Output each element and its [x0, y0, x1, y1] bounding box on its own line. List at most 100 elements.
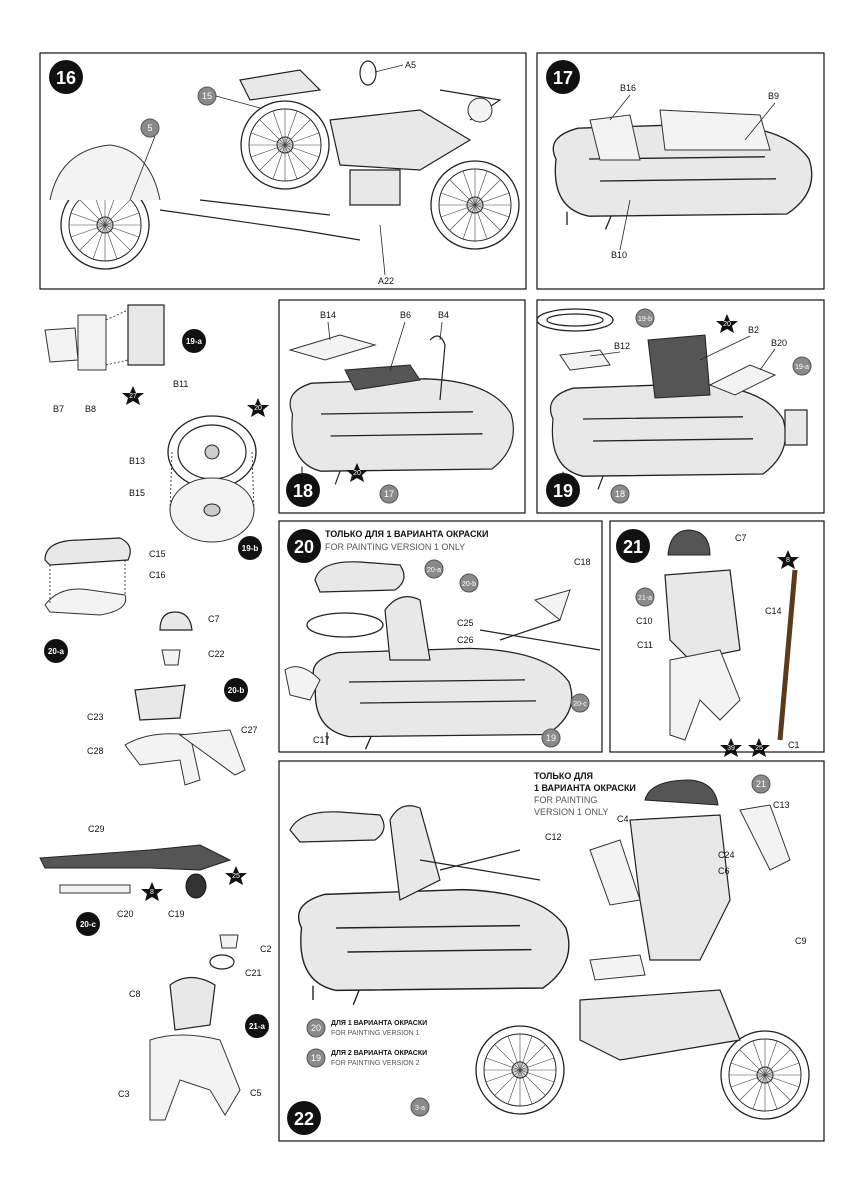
part-17-tag: 17: [384, 489, 394, 499]
part-c7-label: C7: [735, 533, 747, 543]
step-16-number: 16: [56, 68, 76, 88]
part-c16-label: C16: [149, 570, 166, 580]
step-22-note-en2: VERSION 1 ONLY: [534, 807, 608, 817]
part-20a-tag: 20-a: [427, 567, 441, 574]
part-c19-label: C19: [168, 909, 185, 919]
legend-version-2-tag: 19: [311, 1053, 321, 1063]
step-20-number: 20: [294, 537, 314, 557]
part-b9-label: B9: [768, 91, 779, 101]
part-c24-label: C24: [718, 850, 735, 860]
part-c23-label: C23: [87, 712, 104, 722]
part-20b-tag: 20-b: [462, 581, 476, 588]
step-21-panel: 21 C7 8 21-a C10 C14 C11 39 25 C1: [609, 520, 825, 757]
subassembly-20a-tag: 20-a: [48, 647, 65, 656]
part-c11-label: C11: [637, 640, 653, 650]
part-3a-tag: 3-a: [415, 1105, 425, 1112]
paint-20-star: 20: [353, 470, 361, 477]
subassembly-20c: C29 C20 C19 8 25 20-c: [39, 824, 247, 936]
part-c9-label: C9: [795, 936, 807, 946]
part-c1-label: C1: [788, 740, 800, 750]
part-c17-label: C17: [313, 735, 330, 745]
paint-27-star: 27: [129, 393, 137, 400]
part-b12-label: B12: [614, 341, 630, 351]
part-c15-label: C15: [149, 549, 166, 559]
step-17-panel: 17 B16 B9 B10: [536, 52, 825, 290]
part-21a-tag: 21-a: [638, 595, 652, 602]
paint-20-star: 20: [723, 321, 731, 328]
paint-8-star: 8: [786, 557, 790, 564]
step-20-panel: 20 ТОЛЬКО ДЛЯ 1 ВАРИАНТА ОКРАСКИ FOR PAI…: [278, 520, 603, 753]
part-c26-label: C26: [457, 635, 474, 645]
motorcycle-drawing: [49, 69, 520, 270]
part-c27-label: C27: [241, 725, 258, 735]
part-15-tag: 15: [202, 91, 212, 101]
subassembly-20b: C7 C22 C23 C28 C27 20-b: [87, 611, 258, 786]
part-c12-label: C12: [545, 832, 562, 842]
part-19-tag: 19: [546, 733, 556, 743]
part-a22-label: A22: [378, 276, 394, 286]
part-c13-label: C13: [773, 800, 790, 810]
step-16-panel: 16 15 5 A5 A22: [39, 52, 527, 290]
paint-20-star: 20: [254, 405, 262, 412]
legend-version-1-tag: 20: [311, 1023, 321, 1033]
part-b14-label: B14: [320, 310, 336, 320]
step-22-note-ru: ТОЛЬКО ДЛЯ: [534, 771, 593, 781]
part-c29-label: C29: [88, 824, 105, 834]
part-c21-label: C21: [245, 968, 262, 978]
subassembly-19a: B7 B8 B11 27 19-a: [44, 304, 206, 414]
part-c2-label: C2: [260, 944, 272, 954]
subassembly-21a-tag: 21-a: [249, 1022, 266, 1031]
part-c10-label: C10: [636, 616, 653, 626]
step-18-panel: B14 B6 B4 20 17 18: [278, 299, 526, 514]
part-21-tag: 21: [756, 779, 766, 789]
step-19-number: 19: [553, 481, 573, 501]
part-c22-label: C22: [208, 649, 225, 659]
legend-version-2-en: FOR PAINTING VERSION 2: [331, 1060, 420, 1067]
part-5-tag: 5: [147, 123, 152, 133]
subassembly-19b-tag: 19-b: [242, 544, 259, 553]
part-b6-label: B6: [400, 310, 411, 320]
subassembly-19b: B13 B15 20 19-b: [129, 398, 269, 560]
paint-39-star: 39: [727, 745, 735, 752]
step-21-number: 21: [623, 537, 643, 557]
part-19a-tag: 19-a: [795, 364, 809, 371]
part-b11-label: B11: [173, 379, 188, 389]
part-c25-label: C25: [457, 618, 474, 628]
part-c8-label: C8: [129, 989, 141, 999]
part-c20-label: C20: [117, 909, 134, 919]
paint-25-star: 25: [232, 873, 240, 880]
part-b13-label: B13: [129, 456, 145, 466]
part-b7-label: B7: [53, 404, 64, 414]
part-b20-label: B20: [771, 338, 787, 348]
part-c18-label: C18: [574, 557, 591, 567]
step-20-note-en: FOR PAINTING VERSION 1 ONLY: [325, 542, 465, 552]
step-22-note-en: FOR PAINTING: [534, 795, 597, 805]
part-b16-label: B16: [620, 83, 636, 93]
part-c3-label: C3: [118, 1089, 130, 1099]
subassembly-20b-tag: 20-b: [228, 686, 245, 695]
part-c5-label: C5: [250, 1088, 262, 1098]
part-19b-tag: 19-b: [638, 316, 652, 323]
step-17-number: 17: [553, 68, 573, 88]
part-20c-tag: 20-c: [573, 701, 587, 708]
step-20-note-ru: ТОЛЬКО ДЛЯ 1 ВАРИАНТА ОКРАСКИ: [325, 529, 488, 539]
part-c28-label: C28: [87, 746, 104, 756]
subassembly-20c-tag: 20-c: [80, 920, 97, 929]
paint-8-star: 8: [150, 889, 154, 896]
part-b10-label: B10: [611, 250, 627, 260]
part-18-tag: 18: [615, 489, 625, 499]
part-b2-label: B2: [748, 325, 759, 335]
legend-version-2-ru: ДЛЯ 2 ВАРИАНТА ОКРАСКИ: [331, 1050, 427, 1057]
step-19-panel: 19-b 20 B12 B2 B20 19-a 18 19: [536, 299, 825, 514]
part-b4-label: B4: [438, 310, 449, 320]
part-c7-label: C7: [208, 614, 220, 624]
part-a5-label: A5: [405, 60, 416, 70]
part-c14-label: C14: [765, 606, 782, 616]
step-22-note-ru2: 1 ВАРИАНТА ОКРАСКИ: [534, 783, 636, 793]
step-22-number: 22: [294, 1109, 314, 1129]
subassembly-20a: C15 C16 20-a: [44, 537, 166, 663]
part-c4-label: C4: [617, 814, 629, 824]
paint-25-star: 25: [755, 745, 763, 752]
part-b8-label: B8: [85, 404, 96, 414]
